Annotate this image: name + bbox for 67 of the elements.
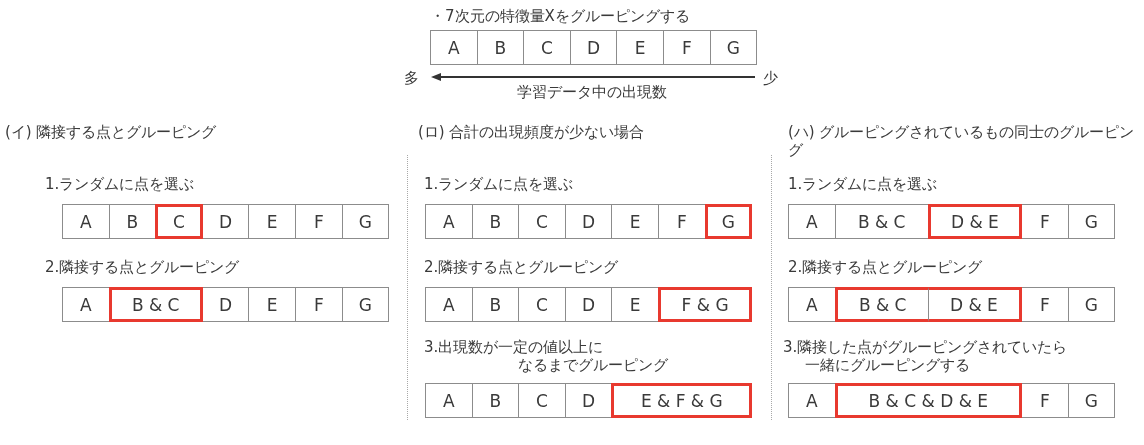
table-cell: A: [62, 204, 110, 239]
table-cell: A: [425, 287, 473, 322]
table-cell: F: [1021, 287, 1069, 322]
table-cell: D: [564, 204, 613, 239]
table-cell: A: [788, 204, 836, 239]
table-cell: D: [564, 287, 613, 322]
table-cell: E: [611, 204, 659, 239]
table-cell: A: [425, 204, 473, 239]
highlighted-cell: D & E: [927, 204, 1022, 239]
highlighted-cell: E & F & G: [611, 383, 753, 418]
table-cell: F: [658, 204, 706, 239]
table-cell: G: [1067, 383, 1116, 418]
table-cell: G: [341, 204, 390, 239]
highlighted-cell: B & C & D & E: [834, 383, 1022, 418]
table-cell: A: [788, 287, 836, 322]
table-cell: E: [248, 204, 296, 239]
section-heading: (ハ) グルーピングされているもの同士のグルーピング: [788, 123, 1136, 159]
step-label: 1.ランダムに点を選ぶ: [424, 175, 574, 193]
table-cell: C: [518, 287, 566, 322]
table-cell: C: [518, 204, 566, 239]
table-cell: F: [1021, 383, 1069, 418]
table-cell: B: [476, 30, 525, 65]
highlighted-cell: C: [155, 204, 203, 239]
table-cell: E: [248, 287, 296, 322]
step-label: 2.隣接する点とグルーピング: [788, 258, 983, 276]
table-cell: G: [341, 287, 390, 322]
table-cell: D: [569, 30, 618, 65]
table-cell: E: [616, 30, 664, 65]
table-cell: B: [471, 204, 520, 239]
table-cell: G: [1067, 287, 1116, 322]
step-label: 3.隣接した点がグルーピングされていたら一緒にグルーピングする: [783, 338, 1068, 374]
table-cell: C: [518, 383, 566, 418]
section-heading: (イ) 隣接する点とグルーピング: [5, 123, 217, 141]
table-cell: G: [709, 30, 758, 65]
table-cell: G: [1067, 204, 1116, 239]
table-cell: B: [471, 383, 520, 418]
table-cell: C: [523, 30, 571, 65]
table-cell: F: [1021, 204, 1069, 239]
highlighted-cell: B & C: [108, 287, 203, 322]
step-label: 2.隣接する点とグルーピング: [45, 258, 240, 276]
heading: ・7次元の特徴量Xをグルーピングする: [430, 7, 690, 25]
table-cell: E: [611, 287, 659, 322]
table-cell: A: [62, 287, 110, 322]
highlighted-cell: B & C: [834, 287, 929, 322]
step-label: 1.ランダムに点を選ぶ: [45, 175, 195, 193]
highlighted-cell: G: [704, 204, 753, 239]
table-cell: F: [295, 204, 343, 239]
axis-end-label: 多: [404, 69, 419, 87]
axis-end-label: 少: [763, 69, 778, 87]
table-cell: A: [430, 30, 478, 65]
table-cell: F: [295, 287, 343, 322]
table-cell: F: [663, 30, 711, 65]
step-label: 1.ランダムに点を選ぶ: [788, 175, 938, 193]
table-cell: D: [201, 287, 250, 322]
table-cell: B: [471, 287, 520, 322]
section-heading: (ロ) 合計の出現頻度が少ない場合: [418, 123, 645, 141]
axis-label: 学習データ中の出現数: [517, 83, 667, 101]
table-cell: A: [425, 383, 473, 418]
highlighted-cell: F & G: [658, 287, 753, 322]
table-cell: B: [108, 204, 157, 239]
table-cell: D: [564, 383, 613, 418]
step-label: 2.隣接する点とグルーピング: [424, 258, 619, 276]
table-cell: D: [201, 204, 250, 239]
highlighted-cell: D & E: [927, 287, 1022, 322]
table-cell: B & C: [834, 204, 929, 239]
step-label: 3.出現数が一定の値以上になるまでグルーピング: [424, 338, 668, 374]
table-cell: A: [788, 383, 836, 418]
